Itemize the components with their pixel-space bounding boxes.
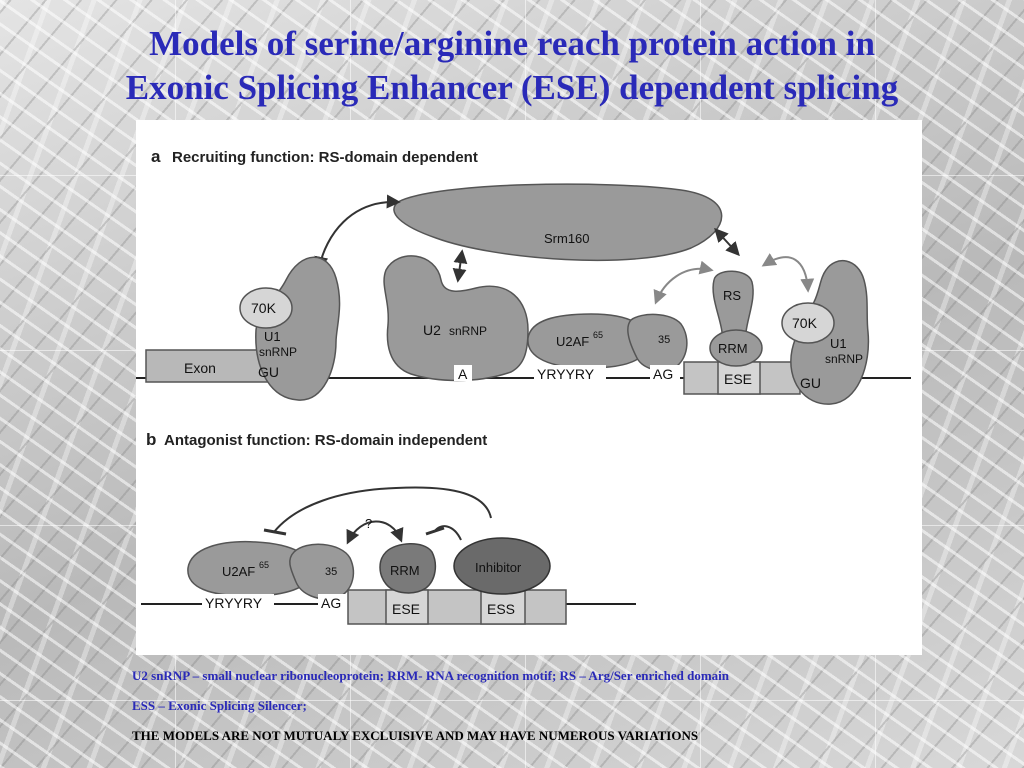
srm-rs-arrow	[714, 227, 740, 257]
ag-label: AG	[653, 366, 673, 382]
ese-label: ESE	[724, 371, 752, 387]
u2af-label: U2AF	[556, 334, 589, 349]
question-mark: ?	[365, 516, 372, 531]
yryyry-b-label-bg	[202, 594, 274, 610]
inhibitor-protein	[453, 537, 551, 595]
gu-left-label: GU	[258, 364, 279, 380]
yryyry-label-bg	[534, 365, 606, 381]
rs-u1-arrow	[761, 253, 815, 293]
ag-label-bg	[650, 365, 680, 381]
u2-snrnp	[383, 255, 529, 382]
gu-right-label: GU	[800, 375, 821, 391]
70k-left-label: 70K	[251, 300, 277, 316]
rrm-b-label: RRM	[390, 563, 420, 578]
u1-right-snrnp-label: snRNP	[825, 352, 863, 366]
title-line-1: Models of serine/arginine reach protein …	[149, 24, 875, 63]
ess-b-label: ESS	[487, 601, 515, 617]
u2-snrnp-label: U2	[423, 322, 441, 338]
splicing-diagram-figure: a Recruiting function: RS-domain depende…	[136, 120, 922, 655]
u2af-b-label: U2AF	[222, 564, 255, 579]
ese-b-label: ESE	[392, 601, 420, 617]
caption-abbreviations: U2 snRNP – small nuclear ribonucleoprote…	[132, 668, 730, 683]
panel-a-letter: a	[151, 147, 161, 166]
yryyry-label: YRYYRY	[537, 366, 595, 382]
u2af-b-superscript: 65	[259, 560, 269, 570]
splicing-diagram: a Recruiting function: RS-domain depende…	[136, 147, 911, 625]
question-arrow	[346, 520, 404, 545]
recruit-arrow-left	[314, 194, 401, 271]
a-site-label: A	[458, 366, 468, 382]
slide-title: Models of serine/arginine reach protein …	[0, 22, 1024, 110]
70k-right-label: 70K	[792, 315, 818, 331]
rrm-label: RRM	[718, 341, 748, 356]
yryyry-b-label: YRYYRY	[205, 595, 263, 611]
ese-box	[717, 361, 761, 395]
panel-a-heading: Recruiting function: RS-domain dependent	[172, 149, 478, 166]
70k-left	[239, 287, 293, 329]
exon-label: Exon	[184, 360, 216, 376]
inhibition-line-short	[433, 525, 462, 541]
panel-b-letter: b	[146, 430, 156, 449]
u1-left-snrnp-label: snRNP	[259, 345, 297, 359]
inhibitor-label: Inhibitor	[475, 560, 522, 575]
ag-b-label: AG	[321, 595, 341, 611]
srm160-protein	[393, 183, 723, 262]
caption-ess-definition: ESS – Exonic Splicing Silencer;	[132, 698, 307, 713]
a-site-label-bg	[454, 365, 472, 381]
inhibition-bar-rrm	[425, 526, 445, 536]
inhibition-line-long	[273, 486, 492, 533]
rs-u2af-arrow	[653, 260, 714, 305]
u1-right-label: U1	[830, 336, 847, 351]
slide-grid-line	[0, 700, 1024, 701]
u2af35-label: 35	[658, 334, 670, 346]
caption-note: THE MODELS ARE NOT MUTUALY EXCLUISIVE AN…	[132, 728, 699, 743]
u2-snrnp-sub-label: snRNP	[449, 324, 487, 338]
inhibition-bar-u2af	[263, 528, 287, 536]
u1-left-label: U1	[264, 329, 281, 344]
rs-label: RS	[723, 288, 741, 303]
srm160-label: Srm160	[544, 231, 590, 246]
ese-box-b	[385, 589, 429, 625]
u2af35-protein-b	[289, 543, 355, 600]
sr-protein-rrm-domain	[709, 329, 763, 367]
title-line-2: Exonic Splicing Enhancer (ESE) dependent…	[125, 68, 899, 107]
70k-right	[781, 302, 835, 344]
panel-b-heading: Antagonist function: RS-domain independe…	[164, 432, 487, 449]
ag-b-label-bg	[318, 594, 348, 610]
exon-box-b	[347, 589, 567, 625]
sr-protein-rs-domain	[712, 270, 754, 341]
u1-snrnp-left	[255, 256, 341, 401]
rrm-protein-b	[379, 543, 437, 594]
u2af35-b-label: 35	[325, 566, 337, 578]
u2af-superscript: 65	[593, 330, 603, 340]
exon-box	[145, 349, 269, 383]
u2-srm-arrow	[452, 249, 468, 283]
